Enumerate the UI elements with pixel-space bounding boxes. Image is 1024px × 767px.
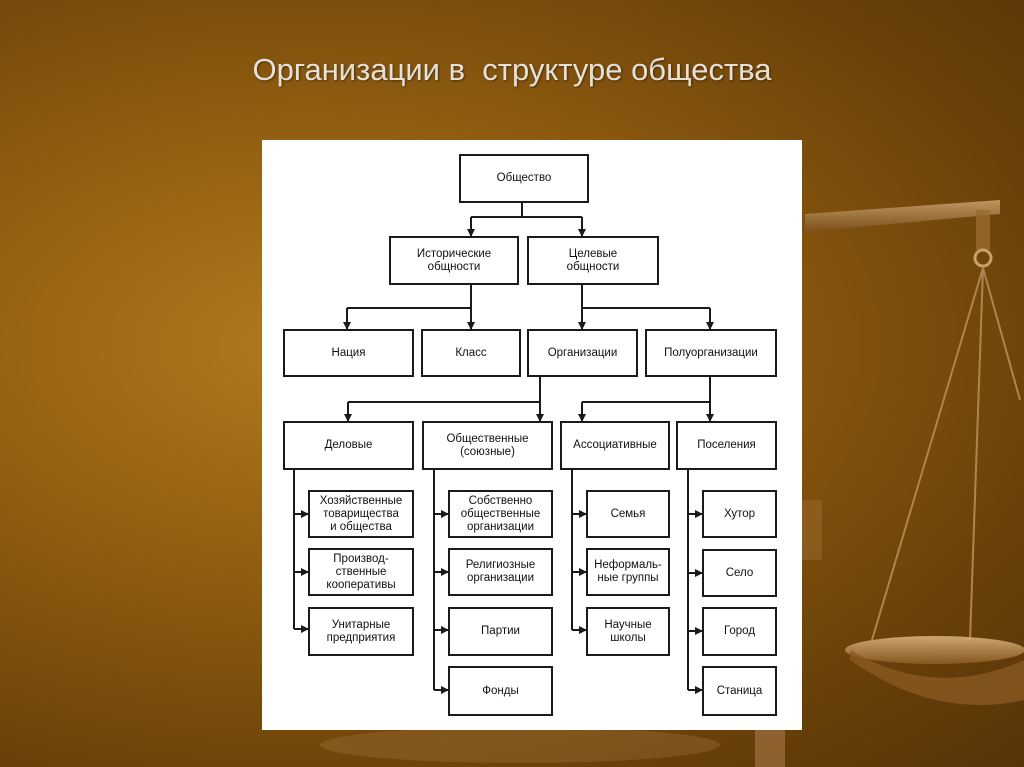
node-business: Деловые	[283, 421, 414, 470]
node-class: Класс	[421, 329, 521, 377]
node-organizations: Организации	[527, 329, 638, 377]
node-target-communities: Целевые общности	[527, 236, 659, 285]
node-religious-organizations: Религиозные организации	[448, 548, 553, 596]
node-production-cooperatives: Производ- ственные кооперативы	[308, 548, 414, 596]
node-village: Село	[702, 549, 777, 597]
node-khutor: Хутор	[702, 490, 777, 538]
node-associative: Ассоциативные	[560, 421, 670, 470]
node-public-unions: Общественные (союзные)	[422, 421, 553, 470]
node-scientific-schools: Научные школы	[586, 607, 670, 656]
node-business-partnerships: Хозяйственные товарищества и общества	[308, 490, 414, 538]
node-foundations: Фонды	[448, 666, 553, 716]
node-historical-communities: Исторические общности	[389, 236, 519, 285]
node-family: Семья	[586, 490, 670, 538]
node-informal-groups: Неформаль- ные группы	[586, 548, 670, 596]
node-city: Город	[702, 607, 777, 656]
node-parties: Партии	[448, 607, 553, 656]
slide-title: Организации в структуре общества	[252, 52, 772, 87]
node-semi-organizations: Полуорганизации	[645, 329, 777, 377]
node-stanitsa: Станица	[702, 666, 777, 716]
node-society: Общество	[459, 154, 589, 203]
connectors	[293, 203, 714, 694]
node-public-organizations: Собственно общественные организации	[448, 490, 553, 538]
diagram-panel: Общество Исторические общности Целевые о…	[262, 140, 802, 730]
node-unitary-enterprises: Унитарные предприятия	[308, 607, 414, 656]
node-settlements: Поселения	[676, 421, 777, 470]
node-nation: Нация	[283, 329, 414, 377]
